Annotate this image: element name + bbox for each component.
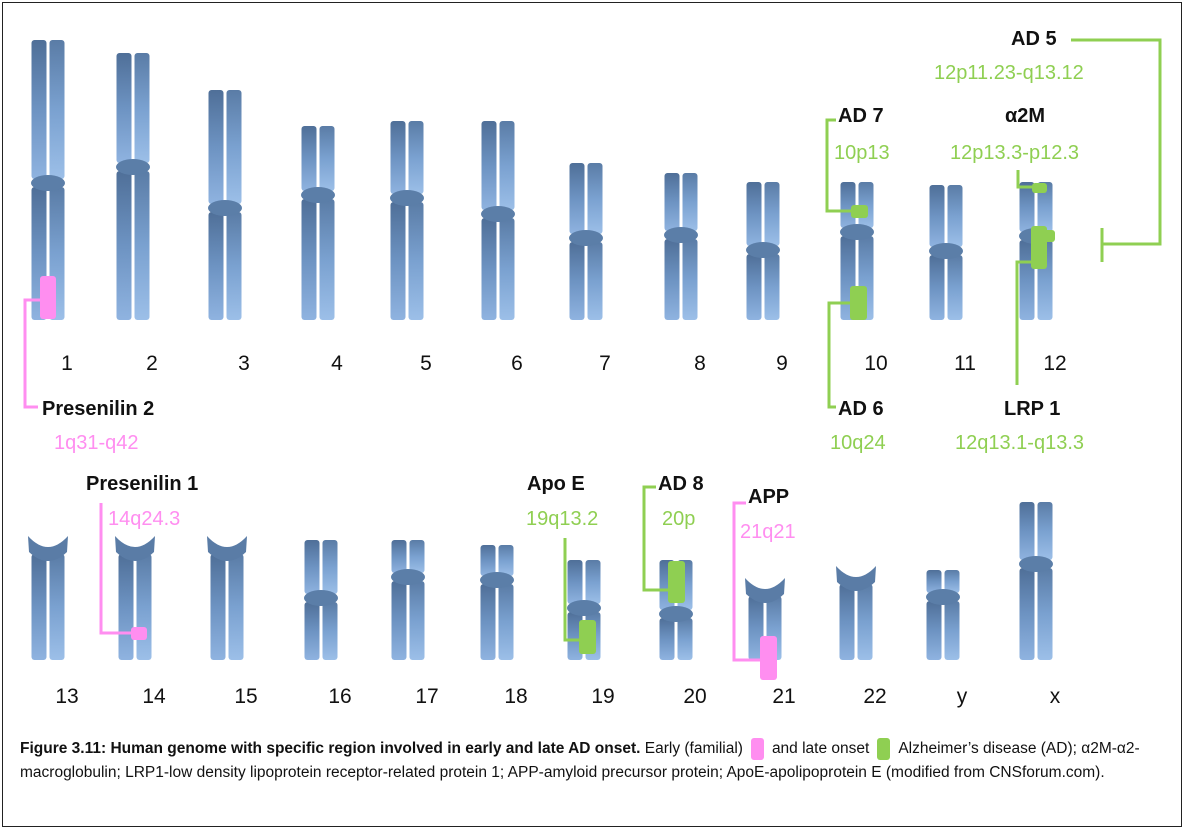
- chromosome-label-13: 13: [55, 685, 79, 708]
- chromosome-17: [391, 540, 425, 660]
- early-onset-swatch: [750, 737, 764, 760]
- lrp1-line: [1015, 260, 1031, 385]
- a2m-line: [1016, 170, 1032, 189]
- app-marker: [760, 636, 777, 680]
- caption-text-early: Early (familial): [644, 740, 743, 757]
- gene-presenilin1-name: Presenilin 1: [86, 473, 199, 495]
- gene-a2m-name: α2M: [1005, 105, 1046, 127]
- chromosome-13: [28, 536, 68, 660]
- ad5-marker: [1038, 230, 1055, 242]
- gene-ad8-locus: 20p: [662, 508, 696, 530]
- chromosome-label-3: 3: [238, 352, 250, 375]
- gene-lrp1-locus: 12q13.1-q13.3: [955, 432, 1085, 454]
- presenilin1-line: [99, 503, 131, 635]
- gene-presenilin2-name: Presenilin 2: [42, 398, 155, 420]
- chromosome-label-16: 16: [328, 685, 352, 708]
- ad7-line: [825, 118, 851, 213]
- app-line: [732, 501, 760, 662]
- chromosome-11: [929, 185, 963, 320]
- chromosome-label-7: 7: [599, 352, 611, 375]
- chromosome-label-12: 12: [1043, 352, 1067, 375]
- connector-lines: [23, 38, 1162, 662]
- chromosome-label-21: 21: [772, 685, 796, 708]
- gene-app-name: APP: [748, 486, 790, 508]
- chromosome-22: [836, 566, 876, 660]
- ad8-line: [642, 485, 668, 592]
- presenilin2-marker: [40, 276, 56, 319]
- caption-text-late: and late onset: [771, 740, 870, 757]
- chromosome-6: [481, 121, 515, 320]
- chromosome-label-6: 6: [511, 352, 523, 375]
- chromosome-label-1: 1: [61, 352, 73, 375]
- apoe-marker: [579, 620, 596, 654]
- chromosome-label-14: 14: [142, 685, 166, 708]
- chromosome-label-2: 2: [146, 352, 158, 375]
- chromosome-3: [208, 90, 242, 320]
- ad6-line: [827, 301, 850, 409]
- gene-ad6-name: AD 6: [838, 398, 884, 420]
- chromosome-label-4: 4: [331, 352, 343, 375]
- chromosome-label-11: 11: [954, 352, 976, 375]
- ad5-line: [1071, 38, 1162, 246]
- chromosome-label-17: 17: [415, 685, 439, 708]
- chromosome-4: [301, 126, 335, 320]
- chromosome-label-15: 15: [234, 685, 258, 708]
- chromosome-19: [567, 560, 601, 660]
- chromosome-y: [926, 570, 960, 660]
- gene-ad6-locus: 10q24: [830, 432, 886, 454]
- gene-presenilin1-locus: 14q24.3: [108, 508, 181, 530]
- locus-markers: [40, 183, 1055, 680]
- gene-presenilin2-locus: 1q31-q42: [54, 432, 139, 454]
- chromosome-5: [390, 121, 424, 320]
- gene-ad7-name: AD 7: [838, 105, 884, 127]
- chromosome-9: [746, 182, 780, 320]
- chromosome-7: [569, 163, 603, 320]
- apoe-line: [563, 538, 579, 642]
- chromosome-set: [28, 40, 1053, 660]
- chromosome-label-19: 19: [591, 685, 615, 708]
- gene-app-locus: 21q21: [740, 521, 796, 543]
- gene-ad7-locus: 10p13: [834, 142, 890, 164]
- a2m-marker: [1032, 183, 1047, 193]
- chromosome-label-8: 8: [694, 352, 706, 375]
- figure-caption: Figure 3.11: Human genome with specific …: [20, 737, 1170, 785]
- presenilin2-line: [23, 298, 40, 409]
- chromosome-18: [480, 545, 514, 660]
- ad7-marker: [851, 205, 868, 218]
- chromosome-x: [1019, 502, 1053, 660]
- chromosome-label-y: y: [956, 685, 968, 708]
- chromosome-14: [115, 536, 155, 660]
- chromosome-label-x: x: [1049, 685, 1061, 708]
- chromosome-8: [664, 173, 698, 320]
- late-onset-swatch: [877, 737, 891, 760]
- caption-title: Figure 3.11: Human genome with specific …: [20, 740, 641, 757]
- chromosome-label-10: 10: [864, 352, 888, 375]
- ad6-marker: [850, 286, 867, 320]
- gene-a2m-locus: 12p13.3-p12.3: [950, 142, 1080, 164]
- chromosome-label-5: 5: [420, 352, 432, 375]
- ad8-marker: [668, 561, 685, 603]
- gene-ad8-name: AD 8: [658, 473, 704, 495]
- chromosome-label-18: 18: [504, 685, 528, 708]
- gene-lrp1-name: LRP 1: [1004, 398, 1061, 420]
- gene-ad5-locus: 12p11.23-q13.12: [934, 62, 1084, 84]
- chromosome-16: [304, 540, 338, 660]
- chromosome-label-22: 22: [863, 685, 887, 708]
- chromosome-label-9: 9: [776, 352, 788, 375]
- gene-ad5-name: AD 5: [1011, 28, 1057, 50]
- chromosome-2: [116, 53, 150, 320]
- gene-apoe-name: Apo E: [527, 473, 585, 495]
- chromosome-label-20: 20: [683, 685, 707, 708]
- caption-text-body: Alzheimer’s disease (AD); α2M-α2-macrogl…: [20, 740, 1140, 781]
- presenilin1-marker: [131, 627, 147, 640]
- chromosome-15: [207, 536, 247, 660]
- gene-apoe-locus: 19q13.2: [526, 508, 599, 530]
